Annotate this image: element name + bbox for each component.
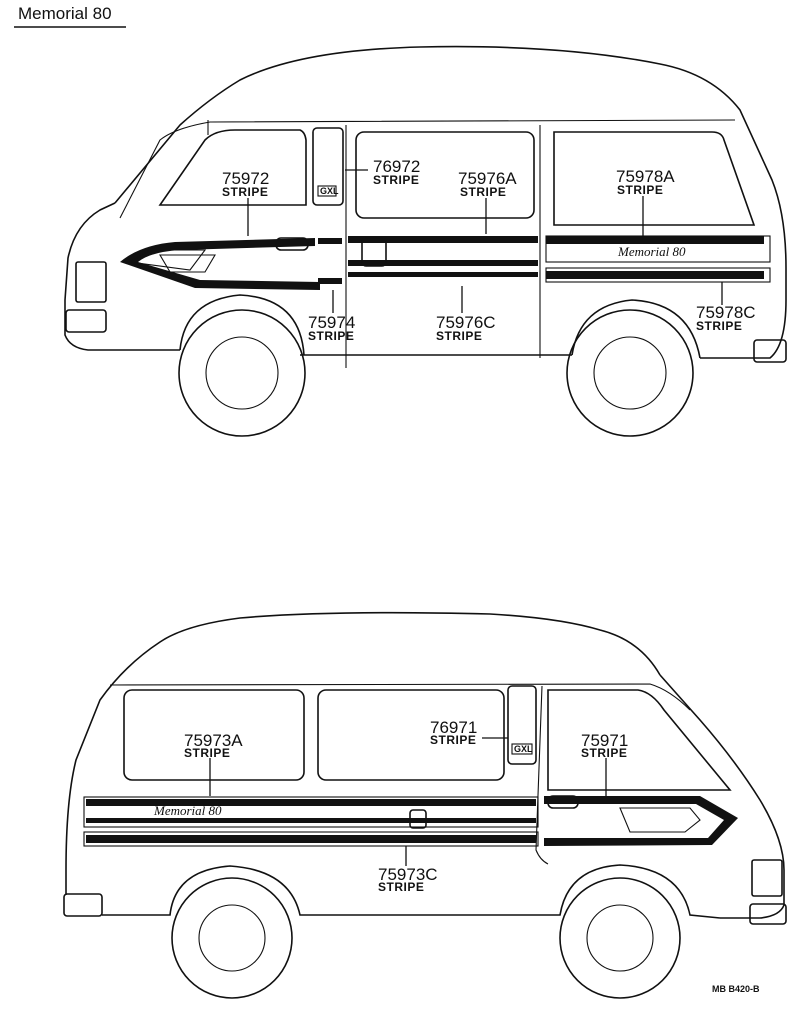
callout-75973c-name: STRIPE — [378, 880, 424, 894]
callout-75978c-name: STRIPE — [696, 319, 742, 333]
lower-callouts: 75973A STRIPE 76971 STRIPE 75971 STRIPE … — [184, 718, 628, 894]
callout-75978a-name: STRIPE — [617, 183, 663, 197]
upper-emblem: Memorial 80 — [617, 244, 686, 259]
callout-75971-part: 75971 — [581, 731, 628, 750]
upper-van: GXL Memorial 80 — [64, 45, 787, 437]
lower-van: GXL Memorial 80 — [63, 611, 787, 999]
callout-75976a-name: STRIPE — [460, 185, 506, 199]
callout-75976a-part: 75976A — [458, 169, 517, 188]
lower-badge: GXL — [514, 744, 533, 754]
callout-76972-name: STRIPE — [373, 173, 419, 187]
callout-75972-part: 75972 — [222, 169, 269, 188]
callout-75978a-part: 75978A — [616, 167, 675, 186]
upper-callouts: 75972 STRIPE 76972 STRIPE 75976A STRIPE … — [222, 157, 756, 343]
callout-75973a-part: 75973A — [184, 731, 243, 750]
callout-75976c-part: 75976C — [436, 313, 496, 332]
callout-76971-part: 76971 — [430, 718, 477, 737]
callout-76971-name: STRIPE — [430, 733, 476, 747]
diagram-title: Memorial 80 — [18, 4, 112, 23]
callout-75973a-name: STRIPE — [184, 746, 230, 760]
callout-75976c-name: STRIPE — [436, 329, 482, 343]
callout-75971-name: STRIPE — [581, 746, 627, 760]
callout-75974-name: STRIPE — [308, 329, 354, 343]
upper-badge: GXL — [320, 186, 339, 196]
footer-code: MB B420-B — [712, 984, 760, 994]
callout-75972-name: STRIPE — [222, 185, 268, 199]
callout-76972-part: 76972 — [373, 157, 420, 176]
callout-75974-part: 75974 — [308, 313, 355, 332]
lower-emblem: Memorial 80 — [153, 803, 222, 818]
callout-75973c-part: 75973C — [378, 865, 438, 884]
callout-75978c-part: 75978C — [696, 303, 756, 322]
